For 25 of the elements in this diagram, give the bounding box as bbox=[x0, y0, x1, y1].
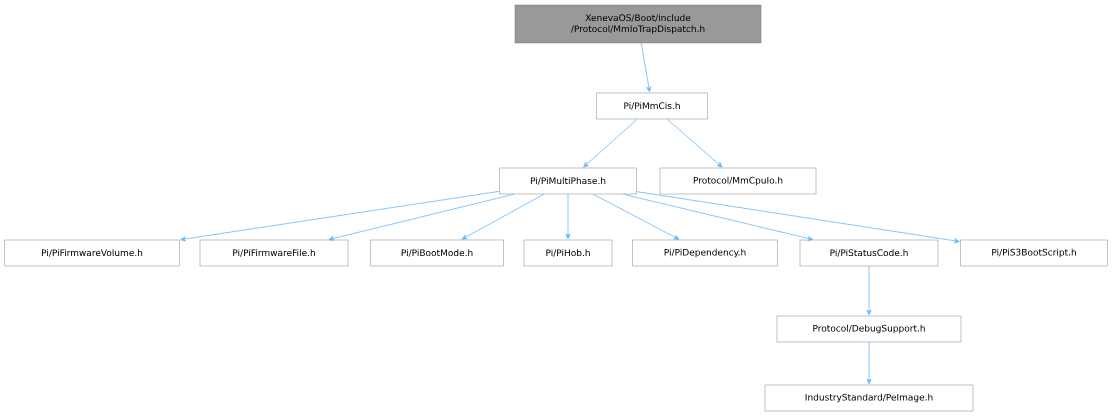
file-box: XenevaOS/Boot/include /Protocol/MmIoTrapDispatch.h bbox=[514, 4, 762, 44]
arrow bbox=[592, 193, 680, 240]
arrow bbox=[866, 341, 872, 385]
arrow bbox=[640, 42, 652, 93]
file-box: Pi/PiStatusCode.h bbox=[799, 239, 939, 267]
file-box: Pi/PiDependency.h bbox=[632, 239, 778, 267]
file-box: Protocol/DebugSupport.h bbox=[776, 315, 962, 343]
file-box: Pi/PiMultiPhase.h bbox=[499, 167, 637, 195]
arrow bbox=[583, 118, 638, 168]
arrow bbox=[180, 190, 500, 242]
arrow bbox=[866, 265, 872, 316]
file-box: Pi/PiFirmwareVolume.h bbox=[4, 239, 180, 267]
file-box: Pi/PiFirmwareFile.h bbox=[199, 239, 349, 267]
file-box: Pi/PiHob.h bbox=[523, 239, 613, 267]
file-box: Pi/PiBootMode.h bbox=[370, 239, 504, 267]
arrow bbox=[461, 193, 545, 240]
arrow bbox=[666, 118, 723, 168]
file-box: Pi/PiMmCis.h bbox=[596, 92, 708, 120]
arrow bbox=[328, 193, 515, 241]
arrow bbox=[622, 193, 814, 241]
file-box: Pi/PiS3BootScript.h bbox=[960, 239, 1108, 267]
arrow bbox=[636, 191, 960, 244]
arrow bbox=[565, 193, 571, 240]
file-box: IndustryStandard/PeImage.h bbox=[764, 384, 974, 412]
file-box: Protocol/MmCpuIo.h bbox=[659, 167, 817, 195]
